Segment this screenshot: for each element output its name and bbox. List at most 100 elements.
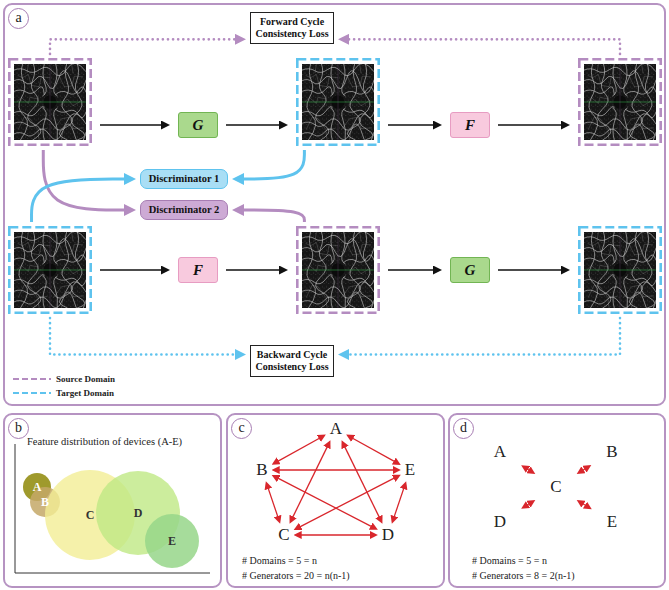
device-letter: B <box>41 496 49 508</box>
domain-frame <box>297 227 378 312</box>
connector <box>239 210 304 222</box>
generator-box: F <box>178 257 218 283</box>
oct-image <box>578 58 662 146</box>
domain-letter: D <box>492 513 508 532</box>
panel-label: b <box>8 418 29 439</box>
oct-image <box>8 58 92 146</box>
legend-item: Source Domain <box>12 372 115 386</box>
device-letter: E <box>168 535 176 547</box>
connector <box>226 269 283 271</box>
panel: ABCDEbFeature distribution of devices (A… <box>3 413 222 588</box>
formula-note: # Domains = 5 = n <box>242 555 317 566</box>
domain-letter: C <box>276 526 291 545</box>
axis-line <box>15 573 210 574</box>
oct-picture <box>302 231 374 311</box>
domain-letter: A <box>328 420 344 439</box>
panel-label: d <box>453 418 474 439</box>
feature-circle: E <box>145 514 199 568</box>
connector <box>525 502 531 506</box>
panel-label: a <box>8 8 29 29</box>
oct-picture <box>14 63 86 143</box>
chart-title: Feature distribution of devices (A-E) <box>27 436 182 447</box>
connector <box>298 477 397 528</box>
connector <box>267 486 278 519</box>
domain-letter-text: D <box>382 526 394 545</box>
text-slot: # Generators = 8 = 2(n-1) <box>472 570 575 581</box>
discriminator-box: Discriminator 1 <box>140 169 228 189</box>
domain-letter: B <box>254 461 269 480</box>
panel: ABCDEd# Domains = 5 = n# Generators = 8 … <box>448 413 666 588</box>
domain-letter: B <box>604 443 619 462</box>
connector <box>388 124 437 126</box>
connector <box>100 124 165 126</box>
panel: A B C D Ec # Domains = 5 = n # Generators = 20… <box>226 413 445 588</box>
oct-image <box>296 226 380 314</box>
discriminator-box: Discriminator 2 <box>140 200 228 220</box>
connector <box>100 269 165 271</box>
legend-sample <box>12 389 52 397</box>
oct-image <box>296 58 380 146</box>
domain-frame <box>9 227 90 312</box>
connector <box>344 445 381 520</box>
connector <box>292 445 329 520</box>
domain-letter: E <box>403 461 417 480</box>
connector <box>393 486 404 519</box>
domain-frame <box>297 59 378 144</box>
domain-letter: D <box>380 526 396 545</box>
text-slot: c <box>231 418 252 439</box>
text-slot: b <box>8 418 29 439</box>
formula-note: # Domains = 5 = n <box>472 555 547 566</box>
generator-name: F <box>193 263 203 278</box>
axis-line <box>15 444 16 573</box>
connector <box>276 437 322 462</box>
formula-note: # Generators = 20 = n(n-1) <box>242 570 350 581</box>
legend: Source DomainTarget Domain <box>12 372 115 400</box>
device-letter: A <box>33 481 42 493</box>
connector <box>581 467 587 471</box>
connector <box>276 477 374 527</box>
connector <box>345 39 620 54</box>
domain-letter-text: C <box>278 526 289 545</box>
connector <box>276 469 396 470</box>
legend-text: Source Domain <box>56 374 115 384</box>
oct-scan <box>8 58 92 146</box>
generator-name: F <box>465 118 475 133</box>
domain-frame <box>579 227 660 312</box>
loss-box: Forward Cycle Consistency Loss <box>250 12 334 44</box>
oct-picture <box>302 63 374 143</box>
text-slot: a <box>8 8 29 29</box>
legend-line <box>13 392 51 394</box>
generator-name: G <box>465 263 476 278</box>
generator-box: F <box>450 112 490 138</box>
connector <box>498 124 565 126</box>
domain-letter-text: D <box>494 513 506 532</box>
text-slot: Feature distribution of devices (A-E) <box>27 436 182 447</box>
oct-scan <box>578 58 662 146</box>
oct-picture <box>14 231 86 311</box>
connector <box>50 39 239 54</box>
connector <box>345 318 620 355</box>
device-letter: D <box>134 507 143 519</box>
generator-box: G <box>450 257 490 283</box>
oct-image <box>8 226 92 314</box>
oct-scan <box>8 226 92 314</box>
connector <box>350 437 396 463</box>
legend-item: Target Domain <box>12 386 115 400</box>
generator-name: G <box>193 118 204 133</box>
domain-letter-text: B <box>606 443 617 462</box>
panel-label: c <box>231 418 252 439</box>
text-slot: # Generators = 20 = n(n-1) <box>242 570 350 581</box>
loss-box: Backward Cycle Consistency Loss <box>250 345 334 377</box>
oct-scan <box>296 226 380 314</box>
discriminator-name: Discriminator 1 <box>149 173 220 186</box>
legend-text: Target Domain <box>56 388 114 398</box>
oct-picture <box>584 63 656 143</box>
oct-image <box>578 226 662 314</box>
domain-letter-text: E <box>607 513 617 532</box>
domain-frame <box>9 59 90 144</box>
connector <box>581 502 588 506</box>
text-slot: # Domains = 5 = n <box>242 555 317 566</box>
loss-name: Forward Cycle Consistency Loss <box>254 16 330 40</box>
connector <box>32 179 129 222</box>
formula-note: # Generators = 8 = 2(n-1) <box>472 570 575 581</box>
